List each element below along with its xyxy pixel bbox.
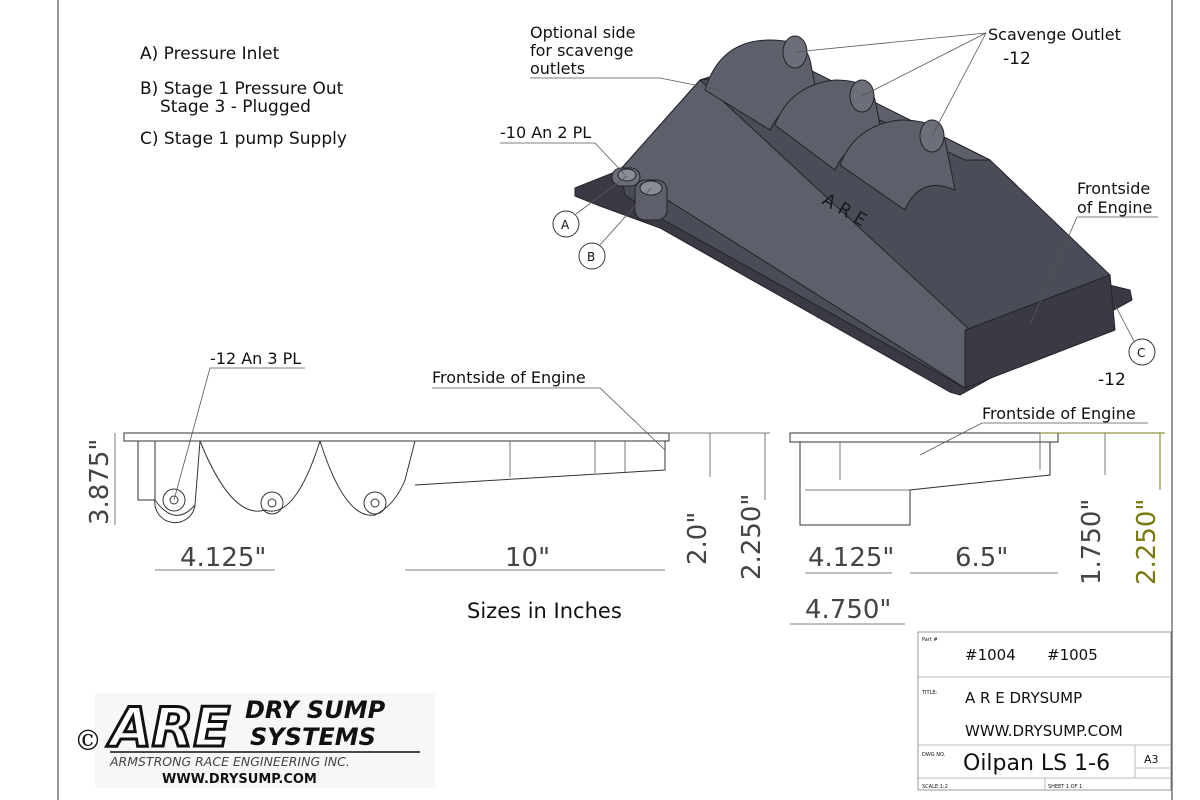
company-logo: © ARE DRY SUMP SYSTEMS ARMSTRONG RACE EN…: [74, 693, 435, 788]
part-number-2: #1005: [1047, 646, 1098, 664]
iso-callouts: Optional side for scavenge outlets Scave…: [500, 23, 1158, 390]
drawing-title: A R E DRYSUMP: [965, 689, 1082, 707]
logo-line2: SYSTEMS: [250, 723, 376, 751]
sheet-number: SHEET 1 OF 1: [1048, 784, 1082, 790]
dim-end-4750: 4.750": [805, 595, 891, 625]
c-size: -12: [1098, 370, 1126, 390]
optional-side-label: Optional side: [530, 23, 636, 42]
marker-c: C: [1137, 346, 1145, 360]
legend-b1: B) Stage 1 Pressure Out: [140, 79, 344, 99]
logo-line1: DRY SUMP: [245, 696, 386, 724]
part-label: Part #: [922, 637, 938, 643]
scavenge-size: -12: [1003, 49, 1031, 69]
scale: SCALE:1:2: [922, 784, 948, 790]
dwg-number: Oilpan LS 1-6: [963, 751, 1110, 776]
frontside-iso-label: Frontside: [1077, 179, 1150, 198]
legend-c: C) Stage 1 pump Supply: [140, 129, 347, 149]
port-legend: A) Pressure Inlet B) Stage 1 Pressure Ou…: [140, 44, 347, 149]
title-block: Part # #1004 #1005 TITLE: A R E DRYSUMP …: [917, 631, 1172, 791]
optional-side-label-3: outlets: [530, 59, 585, 78]
frontside-iso-label-2: of Engine: [1077, 198, 1152, 217]
frontside-side-label: Frontside of Engine: [432, 368, 586, 387]
frontside-end-label: Frontside of Engine: [982, 404, 1136, 423]
scavenge-outlet-label: Scavenge Outlet: [988, 25, 1121, 44]
optional-side-label-2: for scavenge: [530, 41, 633, 60]
marker-a: A: [561, 218, 570, 232]
units-note: Sizes in Inches: [467, 599, 622, 623]
dim-end-2250: 2.250": [1132, 499, 1162, 585]
dim-length: 10": [505, 543, 550, 573]
marker-b: B: [587, 250, 595, 264]
an10-label: -10 An 2 PL: [500, 123, 591, 142]
dwg-label: DWG NO.: [922, 752, 946, 758]
dim-spacing: 4.125": [180, 543, 266, 573]
legend-a: A) Pressure Inlet: [140, 44, 280, 64]
dim-depth-2: 2.0": [683, 512, 713, 565]
side-view: -12 An 3 PL Frontside of Engine 3.875" 4…: [85, 349, 770, 580]
sheet-size: A3: [1144, 753, 1159, 766]
are-logo-letters: ARE: [106, 696, 230, 759]
dim-end-1750: 1.750": [1077, 499, 1107, 585]
isometric-view: A R E: [574, 35, 1133, 396]
title-website: WWW.DRYSUMP.COM: [965, 722, 1123, 740]
company-full-name: ARMSTRONG RACE ENGINEERING INC.: [109, 754, 350, 769]
company-website: WWW.DRYSUMP.COM: [162, 772, 317, 787]
title-label: TITLE:: [921, 690, 938, 696]
part-number-1: #1004: [965, 646, 1016, 664]
dim-end-65: 6.5": [955, 543, 1008, 573]
an12-label: -12 An 3 PL: [210, 349, 301, 368]
copyright-symbol: ©: [74, 724, 102, 757]
legend-b2: Stage 3 - Plugged: [160, 97, 311, 117]
dim-depth-2250: 2.250": [737, 494, 767, 580]
end-view: Frontside of Engine 4.125" 6.5" 4.750" 1…: [789, 404, 1165, 625]
dim-height-left: 3.875": [85, 439, 115, 525]
dim-end-4125: 4.125": [808, 543, 894, 573]
